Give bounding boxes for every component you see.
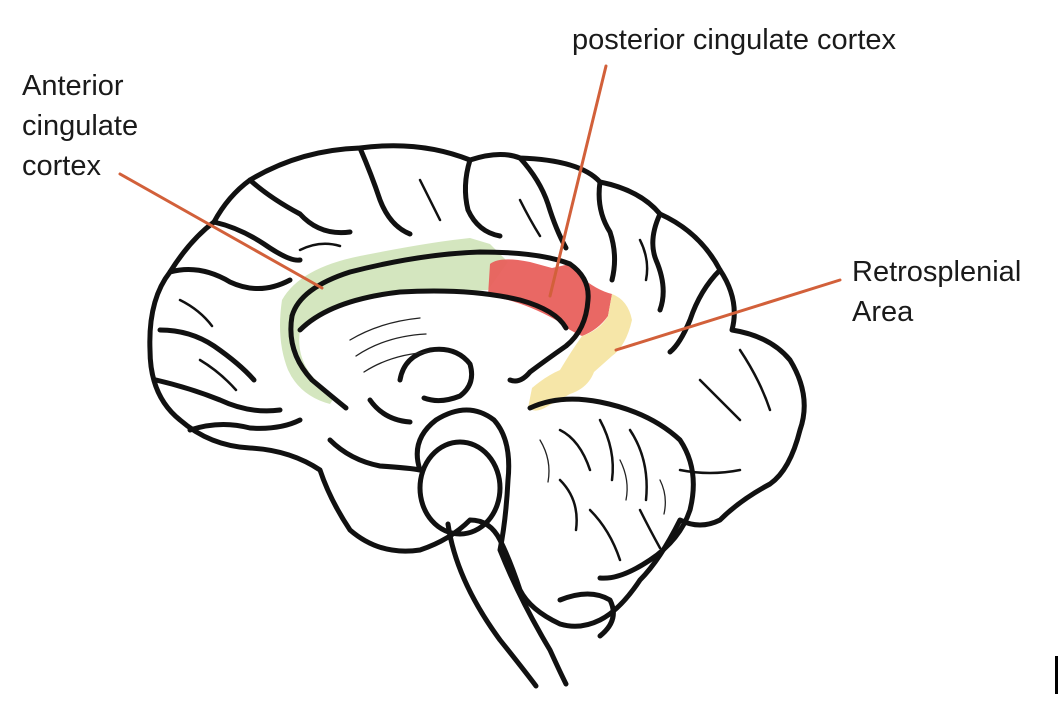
brain-fine-lines	[349, 317, 666, 515]
label-posterior-cingulate-cortex: posterior cingulate cortex	[572, 24, 896, 56]
region-anterior-cingulate-cortex	[280, 238, 508, 404]
pointer-line-retrosplenial-area	[614, 278, 842, 352]
label-retrosplenial-area-line-2: Area	[852, 296, 914, 328]
text-cursor-bar	[1055, 656, 1058, 694]
pointer-line-anterior-cingulate-cortex	[118, 172, 324, 290]
label-retrosplenial-area: Retrosplenial Area	[852, 252, 1021, 332]
region-retrosplenial-area	[528, 294, 632, 411]
label-anterior-cingulate-cortex: Anterior cingulate cortex	[22, 66, 138, 186]
brain-detail-lines	[178, 178, 772, 562]
label-anterior-cingulate-cortex-line-3: cortex	[22, 150, 101, 182]
brain-outline	[147, 143, 807, 689]
label-retrosplenial-area-line-1: Retrosplenial	[852, 256, 1022, 288]
label-anterior-cingulate-cortex-line-2: cingulate	[22, 110, 139, 142]
pointer-line-posterior-cingulate-cortex	[548, 64, 608, 298]
label-anterior-cingulate-cortex-line-1: Anterior	[22, 70, 124, 102]
